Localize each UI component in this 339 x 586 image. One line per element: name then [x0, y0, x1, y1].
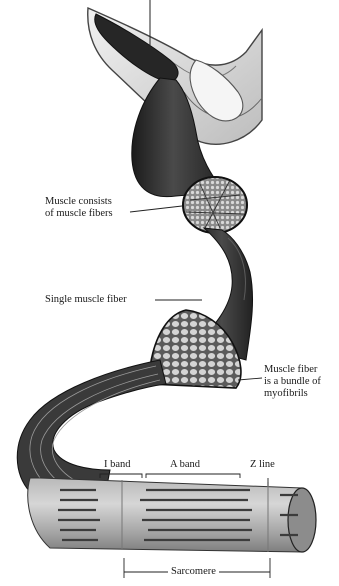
label-bundle-line2: is a bundle of [264, 376, 321, 388]
label-muscle-line1: Muscle consists [45, 196, 113, 208]
label-single-fiber: Single muscle fiber [45, 294, 127, 306]
label-muscle-line2: of muscle fibers [45, 208, 113, 220]
label-muscle-consists: Muscle consists of muscle fibers [45, 196, 113, 220]
label-bundle-line3: myofibrils [264, 388, 321, 400]
label-bundle-line1: Muscle fiber [264, 364, 321, 376]
muscle-cross-section [183, 177, 247, 233]
label-fiber-bundle: Muscle fiber is a bundle of myofibrils [264, 364, 321, 400]
label-a-band: A band [170, 459, 200, 471]
label-z-line: Z line [250, 459, 275, 471]
label-sarcomere: Sarcomere [168, 566, 219, 578]
label-i-band: I band [104, 459, 131, 471]
myofibril-cylinder [28, 478, 316, 552]
